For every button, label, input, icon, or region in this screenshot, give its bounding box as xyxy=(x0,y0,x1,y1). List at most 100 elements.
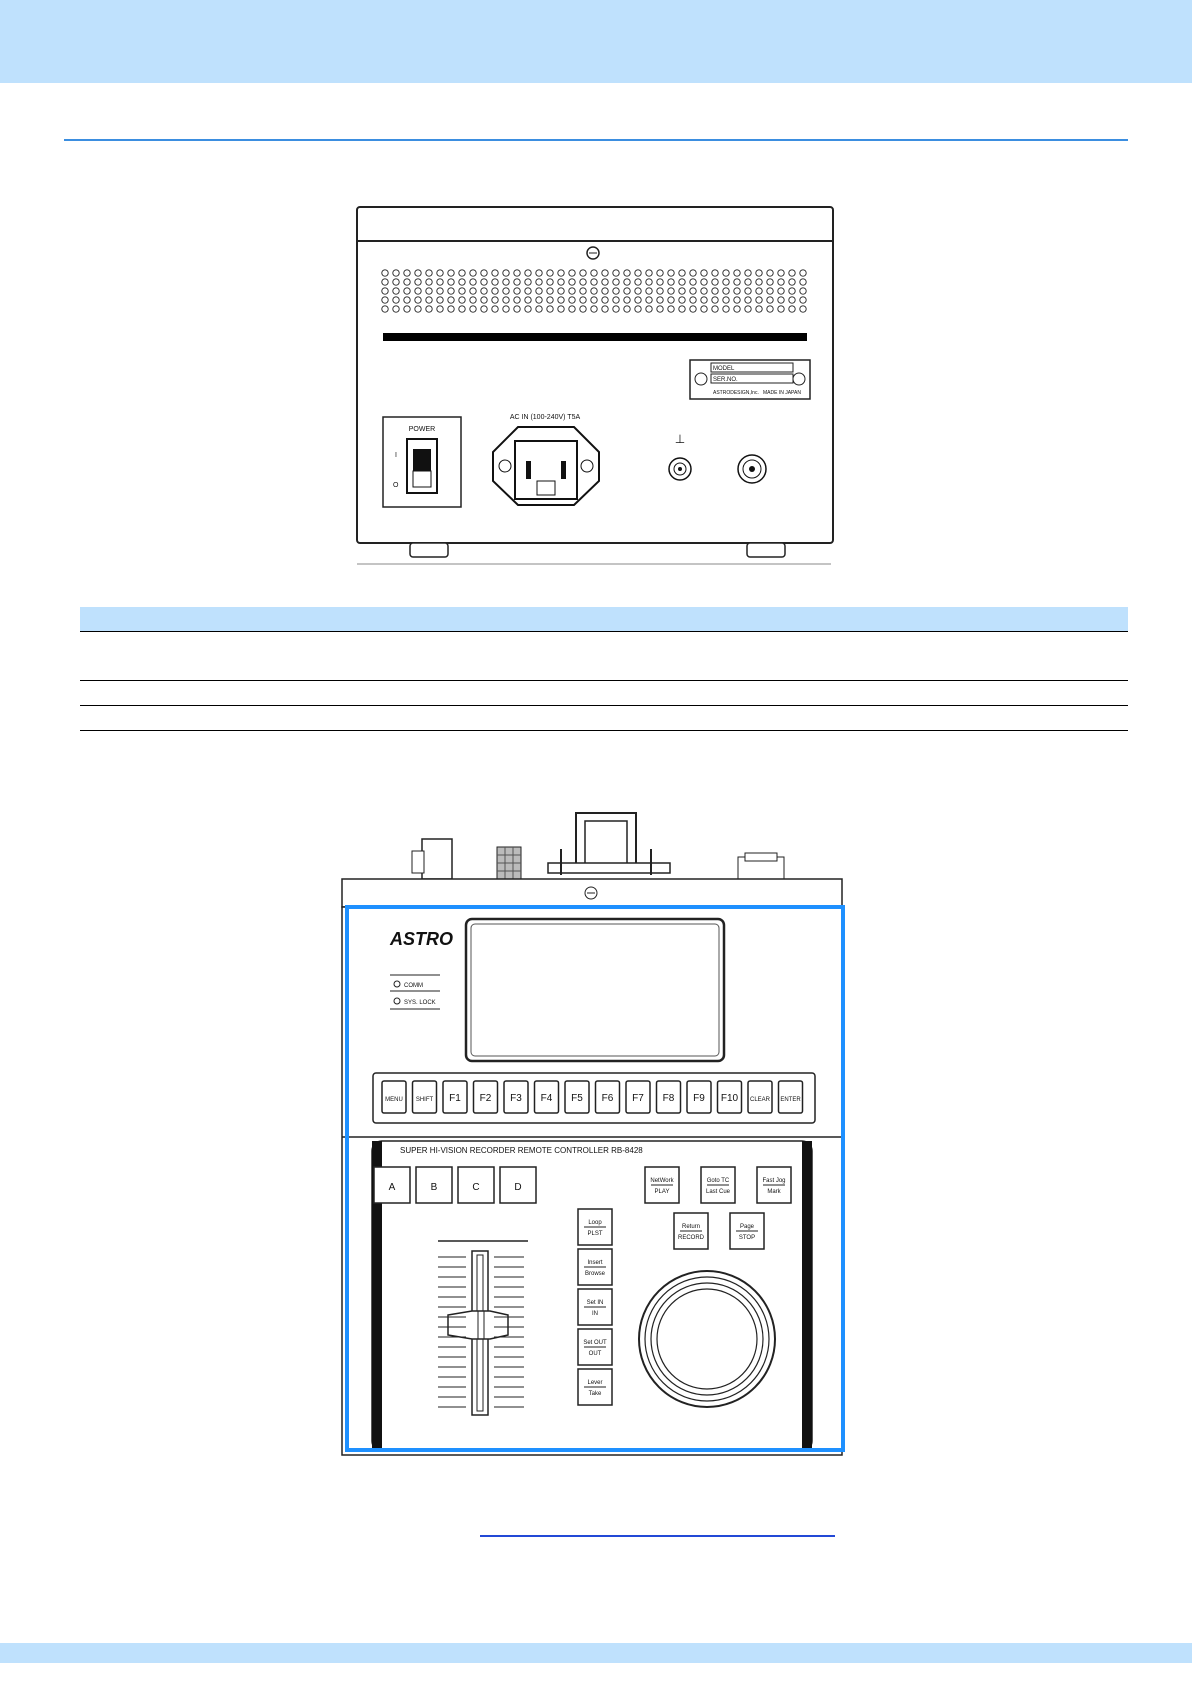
function-key[interactable]: CLEAR xyxy=(747,1080,773,1114)
key-bottom-label: STOP xyxy=(739,1235,755,1241)
key-top-label: NetWork xyxy=(650,1178,674,1184)
power-switch: POWER I O xyxy=(382,416,462,508)
function-key[interactable]: F8 xyxy=(655,1080,682,1114)
key-label: D xyxy=(514,1182,521,1193)
dual-key[interactable]: Set OUT OUT xyxy=(577,1328,613,1366)
function-key[interactable]: F9 xyxy=(686,1080,712,1114)
function-key[interactable]: F1 xyxy=(442,1080,468,1114)
key-label: B xyxy=(431,1182,438,1193)
table-row xyxy=(80,705,1128,731)
table-header-description xyxy=(373,607,1128,632)
header-band xyxy=(0,0,1192,83)
nameplate-model: MODEL xyxy=(713,366,735,372)
switch-on-label: I xyxy=(395,452,397,459)
function-key-label: ENTER xyxy=(780,1097,801,1103)
key-top-label: Fast Jog xyxy=(762,1178,785,1184)
comm-led-icon xyxy=(393,980,401,988)
lcd-screen xyxy=(464,917,726,1063)
function-key[interactable]: F10 xyxy=(716,1080,743,1114)
function-key[interactable]: F7 xyxy=(625,1080,651,1114)
key-top-label: Loop xyxy=(588,1220,602,1226)
function-key-label: F2 xyxy=(480,1093,492,1104)
key-c[interactable]: C xyxy=(457,1166,495,1204)
rear-panel-figure: MODEL SER.NO. ASTRODESIGN,Inc. MADE IN J… xyxy=(356,206,834,565)
model-title: SUPER HI-VISION RECORDER REMOTE CONTROLL… xyxy=(400,1146,643,1155)
spec-table xyxy=(80,607,1128,731)
key-bottom-label: Mark xyxy=(767,1189,781,1195)
table-cell xyxy=(162,631,373,681)
key-top-label: Set OUT xyxy=(583,1340,607,1346)
key-bottom-label: IN xyxy=(592,1311,598,1317)
function-key-label: MENU xyxy=(385,1097,403,1103)
function-key-label: F10 xyxy=(721,1093,739,1104)
dual-key[interactable]: Goto TC Last Cue xyxy=(700,1166,736,1204)
table-row xyxy=(80,680,1128,706)
footer-band xyxy=(0,1643,1192,1663)
function-key[interactable]: F2 xyxy=(472,1080,499,1114)
table-row xyxy=(80,631,1128,681)
key-label: A xyxy=(389,1182,396,1193)
ac-inlet: AC IN (100-240V) T5A xyxy=(492,414,600,506)
function-key-label: F6 xyxy=(602,1093,614,1104)
power-label: POWER xyxy=(409,426,435,433)
key-top-label: Return xyxy=(682,1224,700,1230)
led-label: COMM xyxy=(404,983,423,989)
key-top-label: Insert xyxy=(587,1260,602,1266)
ventilation-holes xyxy=(381,269,807,313)
key-top-label: Set IN xyxy=(587,1300,604,1306)
key-bottom-label: OUT xyxy=(589,1351,602,1357)
key-a[interactable]: A xyxy=(373,1166,411,1204)
key-label: C xyxy=(472,1182,479,1193)
function-key[interactable]: F4 xyxy=(533,1080,560,1114)
dual-key[interactable]: Set IN IN xyxy=(577,1288,613,1326)
function-key-label: F3 xyxy=(510,1093,522,1104)
brand-logo: ASTRO xyxy=(389,929,453,949)
sys-lock-led-icon xyxy=(393,997,401,1005)
key-bottom-label: RECORD xyxy=(678,1235,705,1241)
bnc-connector xyxy=(737,454,767,484)
fader-lever xyxy=(438,1240,528,1416)
highlight-frame xyxy=(345,905,845,1452)
table-cell xyxy=(80,680,162,706)
function-key[interactable]: F3 xyxy=(503,1080,529,1114)
function-key-label: F1 xyxy=(449,1093,461,1104)
table-cell xyxy=(162,705,373,731)
function-key-label: F4 xyxy=(541,1093,553,1104)
function-key-label: F7 xyxy=(632,1093,644,1104)
table-cell xyxy=(373,705,1128,731)
function-key[interactable]: ENTER xyxy=(777,1080,804,1114)
key-d[interactable]: D xyxy=(499,1166,537,1204)
table-cell xyxy=(162,680,373,706)
key-bottom-label: PLAY xyxy=(655,1189,670,1195)
function-key-label: F9 xyxy=(693,1093,705,1104)
ac-in-label: AC IN (100-240V) T5A xyxy=(510,414,581,421)
key-bottom-label: Last Cue xyxy=(706,1189,731,1195)
function-key-label: SHIFT xyxy=(416,1097,434,1103)
table-header-row xyxy=(80,607,1128,632)
table-cell xyxy=(80,705,162,731)
key-top-label: Goto TC xyxy=(707,1178,730,1184)
key-top-label: Page xyxy=(740,1224,755,1230)
key-b[interactable]: B xyxy=(415,1166,453,1204)
table-cell xyxy=(373,680,1128,706)
link-underline[interactable] xyxy=(480,1535,835,1537)
function-key[interactable]: F6 xyxy=(594,1080,621,1114)
ground-terminal: ⊥ xyxy=(668,432,692,481)
nameplate-origin: MADE IN JAPAN xyxy=(763,390,801,396)
key-top-label: Lever xyxy=(587,1380,602,1386)
table-cell xyxy=(373,631,1128,681)
key-bottom-label: PLST xyxy=(587,1231,602,1237)
table-cell xyxy=(80,631,162,681)
function-key[interactable]: F5 xyxy=(564,1080,590,1114)
nameplate-serial: SER.NO. xyxy=(713,377,738,383)
table-header-no xyxy=(80,607,162,632)
function-key[interactable]: SHIFT xyxy=(411,1080,438,1114)
function-key[interactable]: MENU xyxy=(381,1080,407,1114)
